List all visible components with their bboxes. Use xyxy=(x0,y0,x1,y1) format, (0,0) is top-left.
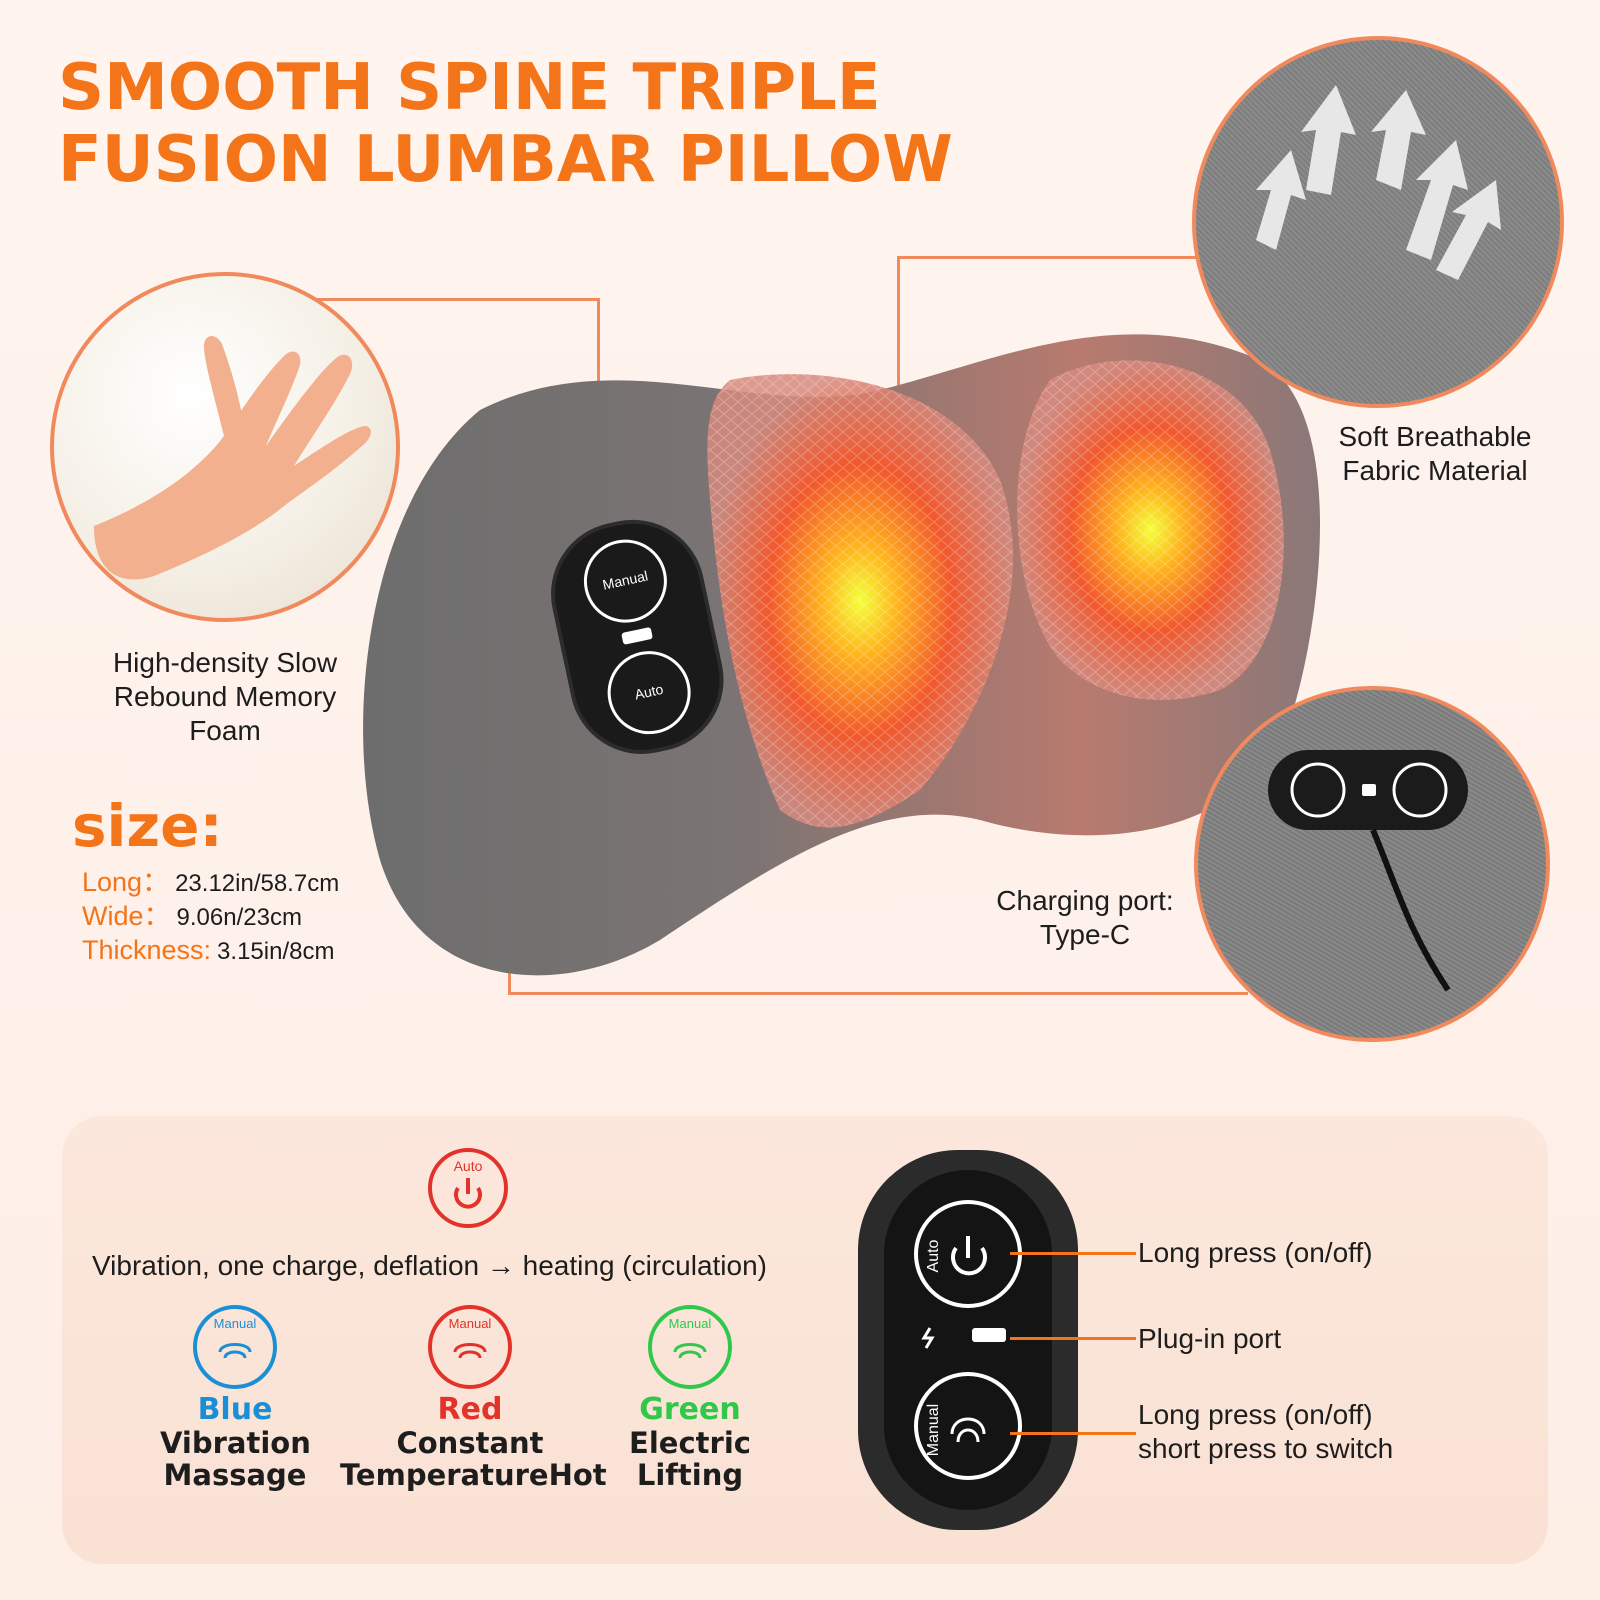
foam-label-line-2: Rebound Memory xyxy=(113,681,337,712)
foam-label-line-3: Foam xyxy=(189,715,261,746)
callout-manual-text-2: short press to switch xyxy=(1138,1433,1394,1464)
page-title: SMOOTH SPINE TRIPLE FUSION LUMBAR PILLOW xyxy=(58,52,1058,196)
title-line-2: FUSION LUMBAR PILLOW xyxy=(58,123,953,197)
device-manual-text: Manual xyxy=(925,1404,942,1456)
callout-auto-line xyxy=(1010,1252,1136,1255)
port-label-line-2: Type-C xyxy=(1039,919,1131,950)
mode-red-desc-2: TemperatureHot xyxy=(340,1458,607,1492)
auto-power-icon: Auto xyxy=(428,1148,508,1228)
controls-panel xyxy=(62,1116,1548,1564)
size-row-wide: Wide：9.06n/23cm xyxy=(82,900,302,934)
manual-red-icon-label: Manual xyxy=(449,1316,492,1331)
fabric-label-line-1: Soft Breathable xyxy=(1338,421,1532,452)
mode-blue-name: Blue xyxy=(197,1392,273,1427)
mode-green-name: Green xyxy=(639,1392,741,1427)
device-controller: Auto Manual xyxy=(858,1150,1078,1530)
mode-blue: Manual Blue Vibration Massage xyxy=(160,1302,311,1492)
size-row-thickness: Thickness:3.15in/8cm xyxy=(82,934,334,968)
callout-manual-text-1: Long press (on/off) xyxy=(1138,1399,1373,1430)
pillow-image: Manual Auto xyxy=(363,334,1321,976)
foam-label-line-1: High-density Slow xyxy=(112,647,338,678)
mode-blue-desc-1: Vibration xyxy=(160,1426,311,1460)
connector-fabric-v xyxy=(897,256,900,398)
charging-port-image xyxy=(1194,686,1550,1042)
foam-label: High-density Slow Rebound Memory Foam xyxy=(60,646,390,748)
size-row-long: Long：23.12in/58.7cm xyxy=(82,866,339,900)
connector-foam-v xyxy=(597,298,600,440)
mode-blue-desc-2: Massage xyxy=(163,1458,307,1492)
title-line-1: SMOOTH SPINE TRIPLE xyxy=(58,51,881,125)
connector-port-h xyxy=(508,992,1248,995)
size-thickness-key: Thickness: xyxy=(82,935,212,965)
size-long-value: 23.12in/58.7cm xyxy=(175,870,340,897)
callout-port-line xyxy=(1010,1337,1136,1340)
mode-green-desc-1: Electric xyxy=(629,1426,751,1460)
port-label: Charging port: Type-C xyxy=(960,884,1210,952)
device-manual-button: Manual xyxy=(914,1372,1022,1480)
callout-port-text: Plug-in port xyxy=(1138,1323,1282,1354)
manual-green-icon-label: Manual xyxy=(669,1316,712,1331)
connector-foam-h xyxy=(310,298,600,301)
pillow-controller-auto-text: Auto xyxy=(633,681,665,703)
pillow-controller: Manual Auto xyxy=(551,519,724,754)
mode-green-desc-2: Lifting xyxy=(636,1458,744,1492)
mode-red-name: Red xyxy=(437,1392,503,1427)
lightning-icon xyxy=(921,1327,935,1349)
auto-icon-label: Auto xyxy=(454,1158,483,1174)
size-wide-key: Wide： xyxy=(82,901,171,931)
size-heading: size: xyxy=(72,792,223,860)
heat-pad-left xyxy=(707,374,1013,828)
breathable-arrows-icon xyxy=(1256,85,1501,280)
memory-foam-image xyxy=(50,272,400,622)
callout-auto-text: Long press (on/off) xyxy=(1138,1237,1373,1268)
manual-blue-icon-label: Manual xyxy=(214,1316,257,1331)
callout-manual-line xyxy=(1010,1432,1136,1435)
heat-pad-right xyxy=(1017,360,1284,700)
manual-green-icon: Manual xyxy=(648,1305,732,1389)
size-long-key: Long： xyxy=(82,867,170,897)
fabric-image xyxy=(1192,36,1564,408)
device-port-icon xyxy=(972,1328,1006,1342)
size-wide-value: 9.06n/23cm xyxy=(176,904,302,931)
manual-blue-icon: Manual xyxy=(193,1305,277,1389)
controller-closeup-icon xyxy=(1268,750,1468,992)
hand-icon xyxy=(94,335,371,580)
mode-red-desc-1: Constant xyxy=(396,1426,544,1460)
manual-red-icon: Manual xyxy=(428,1305,512,1389)
size-thickness-value: 3.15in/8cm xyxy=(217,938,335,965)
panel-intro-text: Vibration, one charge, deflation → heati… xyxy=(92,1250,767,1281)
port-label-line-1: Charging port: xyxy=(996,885,1174,916)
fabric-label-line-2: Fabric Material xyxy=(1342,455,1528,486)
device-auto-text: Auto xyxy=(925,1239,942,1272)
mode-red: Manual Red Constant TemperatureHot xyxy=(340,1302,607,1492)
fabric-label: Soft Breathable Fabric Material xyxy=(1310,420,1560,488)
connector-fabric-h xyxy=(898,256,1208,259)
mode-green: Manual Green Electric Lifting xyxy=(610,1302,770,1491)
